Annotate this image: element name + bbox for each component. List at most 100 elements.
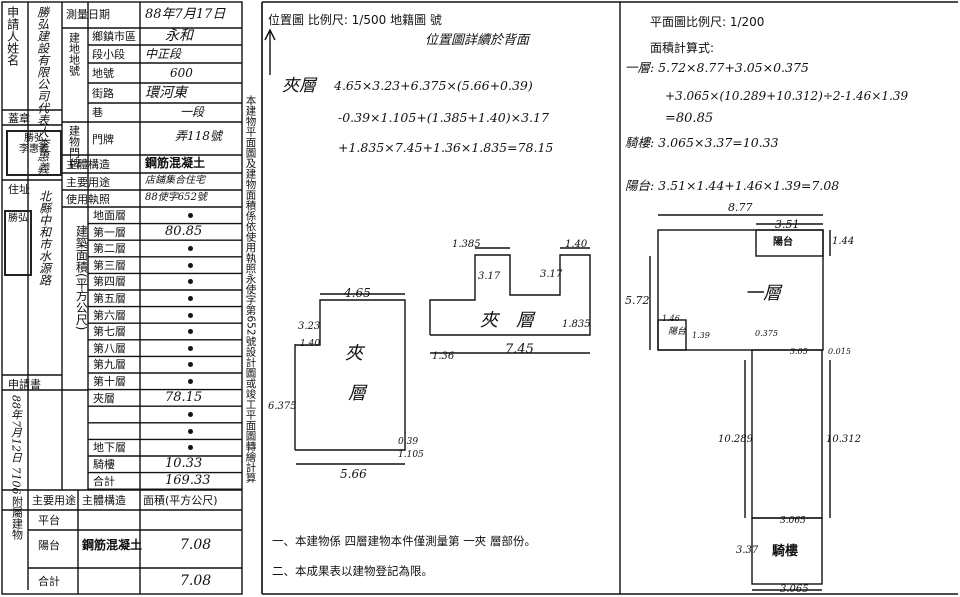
plan-floor-label: 一層	[745, 283, 781, 304]
balcony-calc: 陽台: 3.51×1.44+1.46×1.39=7.08	[625, 178, 840, 193]
floor-name: 第七層	[93, 325, 126, 339]
floor-value	[188, 428, 193, 434]
structure-label: 主體構造	[66, 158, 110, 171]
floor-value	[188, 362, 193, 368]
parcel-label: 地號	[92, 67, 114, 80]
attach-row-use: 平台	[38, 514, 60, 527]
applicant-value: 勝弘建設有限公司代表人李惠義	[35, 6, 50, 174]
attach-col-use: 主要用途	[32, 494, 76, 507]
land-label: 建地地號	[67, 32, 81, 76]
attach-row-use: 陽台	[38, 539, 60, 552]
lane-label: 巷	[92, 106, 103, 119]
dim-label: 1.40	[300, 339, 321, 349]
floor-value: 78.15	[165, 389, 203, 405]
dim-label: 1.105	[398, 450, 424, 460]
floor-name: 地下層	[93, 441, 126, 455]
floor-name: 第九層	[93, 358, 126, 372]
floor-name: 第六層	[93, 308, 126, 322]
license-label: 使用執照	[66, 193, 110, 206]
floor-name: 第三層	[93, 258, 126, 272]
address-stamp: 勝弘	[4, 210, 32, 276]
floor-name: 騎樓	[93, 458, 115, 471]
attach-col-area: 面積(平方公尺)	[143, 494, 218, 507]
floor1-calc-b: +3.065×(10.289+10.312)÷2-1.46×1.39	[665, 89, 909, 103]
floor1-calc-a: 一層: 5.72×8.77+3.05×0.375	[625, 60, 809, 75]
city-value: 永和	[165, 28, 193, 44]
floor-value	[188, 262, 193, 268]
license-value: 88使字652號	[145, 192, 207, 203]
dim-label: 6.375	[268, 401, 297, 412]
number-label-v: 建物門牌	[67, 125, 81, 169]
shape-a-label: 層	[348, 383, 366, 404]
calc-line-1: 4.65×3.23+6.375×(5.66+0.39)	[334, 78, 533, 93]
number-label: 門牌	[92, 133, 114, 146]
plan-dim: 10.312	[826, 434, 861, 445]
floor-value	[188, 213, 193, 218]
floor-value: 10.33	[165, 456, 203, 471]
survey-date-label: 測量日期	[66, 8, 110, 21]
plan-dim: 8.77	[728, 201, 753, 214]
attach-row-area: 7.08	[180, 573, 212, 589]
middle-title: 位置圖詳續於背面	[425, 33, 530, 48]
structure-value: 鋼筋混凝土	[145, 156, 206, 170]
attach-row-struct: 鋼筋混凝土	[82, 538, 143, 552]
use-value: 店鋪集合住宅	[145, 175, 205, 186]
floor-value: 169.33	[165, 472, 211, 488]
dim-label: 1.40	[565, 239, 588, 250]
section-label: 段小段	[92, 48, 125, 61]
floor-name: 夾層	[93, 391, 115, 405]
attach-row-use: 合計	[38, 575, 60, 588]
dim-label: 1.835	[562, 319, 591, 330]
floor-value: 80.85	[165, 223, 203, 239]
attach-row-area: 7.08	[180, 537, 212, 553]
floor-value	[188, 445, 193, 451]
plan-dim: 5.72	[625, 294, 650, 307]
dim-label: 3.17	[540, 269, 563, 280]
note-2: 二、本成果表以建物登記為限。	[272, 564, 433, 578]
floor-value	[188, 246, 193, 252]
dim-label: 1.36	[432, 351, 455, 362]
dim-label: 7.45	[505, 342, 534, 357]
plan-dim: 10.289	[718, 434, 753, 445]
street-value: 環河東	[145, 85, 187, 101]
survey-date-value: 88年7月17日	[145, 7, 226, 22]
plan-dim: 1.39	[692, 331, 710, 340]
floor-name: 第八層	[93, 341, 126, 355]
floor-value	[188, 412, 193, 418]
plan-small-balcony: 陽台	[668, 327, 687, 337]
note-1: 一、本建物係 四層建物本件僅測量第 一夾 層部份。	[272, 534, 536, 548]
lane-value: 一段	[180, 105, 205, 119]
dim-label: 1.385	[452, 239, 481, 250]
area-title: 建築面積(平方公尺)	[74, 225, 89, 331]
app-no-label: 申請書	[8, 378, 41, 391]
arcade-calc: 騎樓: 3.065×3.37=10.33	[625, 135, 779, 150]
floor-name: 第四層	[93, 275, 126, 289]
plan-dim: 1.46	[662, 314, 680, 323]
section-value: 中正段	[145, 47, 182, 61]
shape-a-label: 夾	[345, 343, 363, 364]
floor-name: 第五層	[93, 292, 126, 305]
seal-label: 蓋章	[8, 112, 30, 125]
floor-name: 合計	[93, 474, 115, 488]
number-value: 弄118號	[175, 129, 222, 143]
plan-arcade-label: 騎樓	[772, 544, 799, 559]
app-no-value: 88年7月12日 7106	[9, 395, 23, 495]
address-label: 住址	[8, 183, 30, 196]
parcel-value: 600	[170, 66, 193, 80]
right-header: 平面圖比例尺: 1/200	[650, 15, 765, 29]
seal-stamp: 勝弘李惠義	[6, 130, 62, 176]
area-calc-label: 面積計算式:	[650, 41, 715, 55]
shape-b-label: 夾 層	[480, 310, 534, 331]
floor-value	[188, 379, 193, 384]
middle-header: 位置圖 比例尺: 1/500 地籍圖 號	[268, 13, 442, 27]
dim-label: 4.65	[344, 286, 371, 300]
floor-name: 第十層	[93, 375, 126, 388]
dim-label: 3.23	[298, 321, 321, 332]
plan-balcony-label: 陽台	[773, 237, 793, 248]
applicant-label: 申請人姓名	[5, 6, 20, 66]
plan-dim: 3.37	[736, 545, 759, 556]
floor-value	[188, 279, 193, 285]
street-label: 街路	[92, 87, 114, 100]
floor1-calc-c: =80.85	[665, 111, 714, 126]
vertical-note: 本建物平面圖及建物面積係依使用執照永使字第652號設計圖或竣工平面圖轉繪計算	[244, 95, 257, 483]
